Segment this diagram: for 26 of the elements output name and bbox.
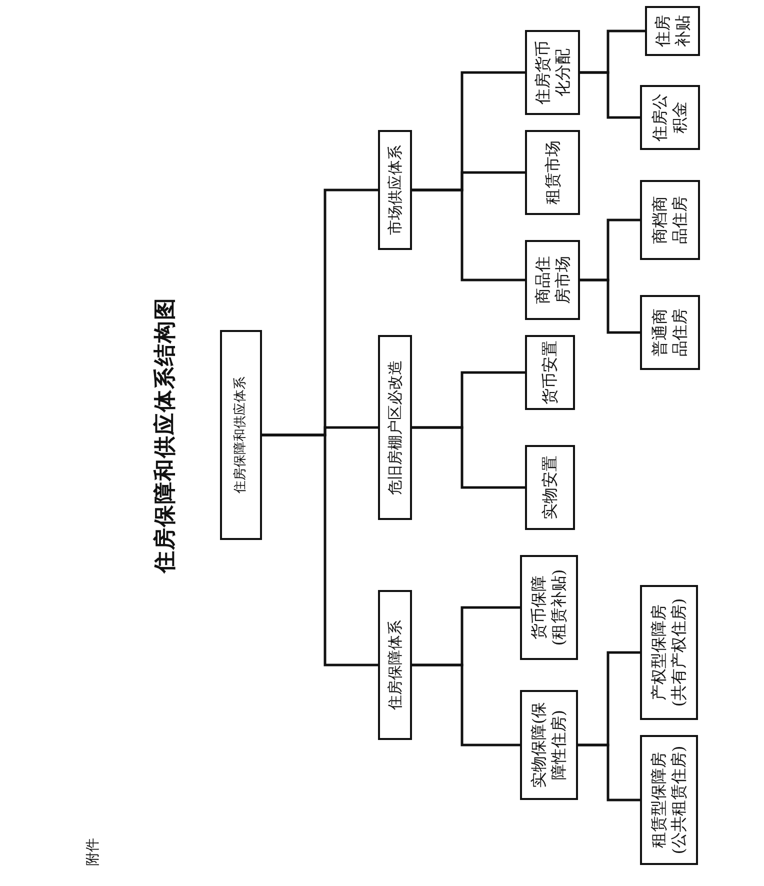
note-label: 附件 bbox=[84, 838, 102, 866]
org-box: 产权型保障房(共有产权住房) bbox=[640, 585, 698, 720]
org-box: 住房保障和供应体系 bbox=[220, 330, 262, 540]
org-box: 住房货币化分配 bbox=[525, 30, 580, 115]
org-box: 实物保障(保障性住房) bbox=[520, 690, 578, 800]
org-box: 住房补贴 bbox=[645, 6, 700, 56]
org-box: 住房公积金 bbox=[640, 85, 700, 150]
org-box: 普通商品住房 bbox=[640, 295, 700, 370]
org-box: 市场供应体系 bbox=[378, 130, 412, 250]
connector-line bbox=[412, 71, 525, 192]
connector-line bbox=[412, 606, 520, 666]
connector-line bbox=[580, 30, 645, 74]
org-box: 商品住房市场 bbox=[525, 240, 580, 320]
connector-line bbox=[580, 218, 640, 282]
org-box: 租赁型保障房(公共租赁住房) bbox=[640, 735, 698, 865]
org-box: 货币保障(租赁补贴) bbox=[520, 555, 578, 660]
org-box: 货币安置 bbox=[525, 335, 575, 410]
connector-line bbox=[412, 371, 525, 429]
title: 住房保障和供应体系结构图 bbox=[151, 296, 179, 576]
org-box: 商档商品住房 bbox=[640, 180, 700, 260]
org-box: 实物安置 bbox=[525, 445, 575, 530]
org-box: 租赁市场 bbox=[525, 130, 580, 215]
org-box: 危旧房棚户区必改造 bbox=[378, 335, 412, 520]
connector-line bbox=[578, 651, 640, 746]
org-box: 住房保障体系 bbox=[378, 590, 412, 740]
connector-line bbox=[262, 188, 378, 436]
